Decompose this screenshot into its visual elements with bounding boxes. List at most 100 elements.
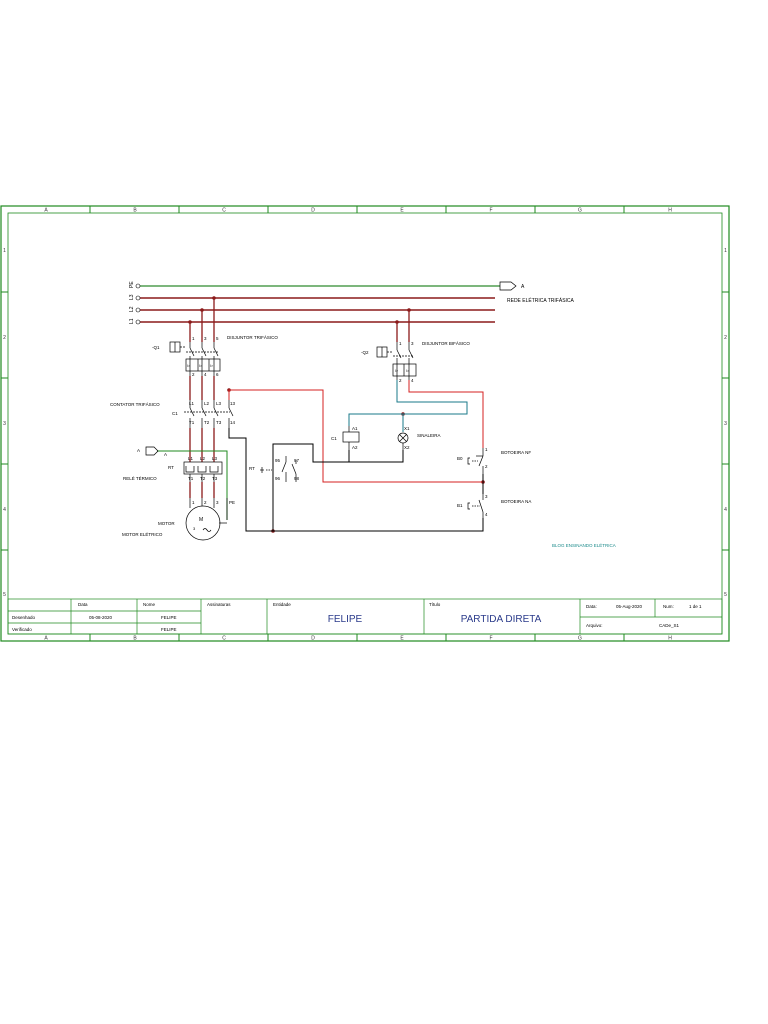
motor-label: MOTOR (158, 521, 175, 526)
q1-trip: I> (199, 364, 202, 368)
line-label-l2: L2 (129, 306, 135, 312)
sinaleira-label: SINALEIRA (417, 433, 441, 438)
tb-entidade-header: Entidade (273, 602, 291, 607)
rt-pin: L2 (200, 456, 206, 461)
row-label: 2 (3, 335, 6, 341)
q2-pin: 3 (411, 341, 414, 346)
motor-pin: 2 (204, 500, 207, 505)
tb-desenhado-data: 05-08-2020 (89, 615, 113, 620)
botoeira-nf-label: BOTOEIRA NF (501, 450, 531, 455)
disjuntor-bifasico-label: DISJUNTOR BIFÁSICO (422, 340, 470, 346)
rt-pin: T1 (188, 476, 194, 481)
col-label: B (133, 636, 137, 642)
tb-titulo-value: PARTIDA DIRETA (461, 614, 542, 625)
motor-symbol-3: 3 (193, 526, 196, 531)
line-label-pe: PE (129, 281, 135, 288)
col-label: H (668, 208, 672, 214)
disjuntor-trifasico-label: DISJUNTOR TRIFÁSICO (227, 334, 278, 340)
q2-trip: I> (395, 369, 398, 373)
drawing-frame (0, 205, 730, 642)
control-wiring-black (228, 428, 484, 532)
c1-pin: T1 (189, 420, 195, 425)
rele-termico-label: RELÉ TÉRMICO (123, 475, 157, 481)
col-label: D (311, 208, 315, 214)
col-label: F (489, 208, 492, 214)
rt-pin: T3 (212, 476, 218, 481)
rt-aux-pin: 98 (294, 476, 300, 481)
motor-pin: 1 (192, 500, 195, 505)
col-label: E (400, 208, 404, 214)
row-label: 5 (3, 592, 6, 598)
supply-lines (135, 281, 517, 325)
tb-entidade-value: FELIPE (328, 614, 363, 625)
c1-pin: L1 (189, 401, 195, 406)
pe-wire (157, 450, 228, 520)
q2-pin: 2 (399, 378, 402, 383)
tb-desenhado: Desenhado (12, 615, 36, 620)
connector-a-left-label: A (137, 448, 140, 453)
tb-data-value: 05-Aug-2020 (616, 604, 643, 609)
q1-pin: 2 (192, 372, 195, 377)
c1-pin: 14 (230, 420, 236, 425)
b0-nf-button (467, 448, 484, 474)
q1-pin: 1 (192, 336, 195, 341)
c1-pin: T2 (204, 420, 210, 425)
col-label: C (222, 208, 226, 214)
row-label: 4 (724, 507, 727, 513)
tb-num-value: 1 de 1 (689, 604, 702, 609)
rt-aux-pin: 95 (275, 458, 281, 463)
lamp-x1: X1 (404, 426, 410, 431)
control-wiring-red (228, 380, 484, 483)
tb-data-label: Data: (586, 604, 597, 609)
col-label: G (578, 636, 582, 642)
rede-label: REDE ELÉTRICA TRIFÁSICA (507, 297, 575, 304)
b1-pin: 4 (485, 512, 488, 517)
q2-trip: I> (406, 369, 409, 373)
c1-label: C1 (172, 411, 178, 416)
col-label: F (489, 636, 492, 642)
col-label: A (44, 636, 48, 642)
col-label: E (400, 636, 404, 642)
q1-pin: 4 (204, 372, 207, 377)
control-wiring-teal (348, 380, 468, 432)
connector-a-left (145, 446, 159, 456)
q1-pin: 5 (216, 336, 219, 341)
q1-trip: I> (187, 364, 190, 368)
b0-pin: 1 (485, 447, 488, 452)
rt-aux-contacts (260, 456, 297, 482)
motor-pin: PE (229, 500, 235, 505)
motor-eletrico-label: MOTOR ELÉTRICO (122, 531, 163, 537)
q1-pin: 3 (204, 336, 207, 341)
q1-breaker (169, 341, 221, 376)
coil-a2: A2 (352, 445, 358, 450)
c1-pin: L3 (216, 401, 222, 406)
row-label: 2 (724, 335, 727, 341)
connector-a-left-label2: A (164, 452, 167, 457)
rt-aux-pin: 97 (294, 458, 300, 463)
row-label: 1 (3, 248, 6, 254)
b1-na-button (467, 494, 484, 518)
tb-verificado: Verificado (12, 627, 32, 632)
tb-data-header: Data (78, 602, 88, 607)
tb-nome-header: Nome (143, 602, 156, 607)
tb-verificado-nome: FELIPE (161, 627, 177, 632)
coil-a1: A1 (352, 426, 358, 431)
col-label: G (578, 208, 582, 214)
row-label: 1 (724, 248, 727, 254)
tb-arquivo-value: CADe_S1 (659, 623, 680, 628)
motor-pin: 3 (216, 500, 219, 505)
rt-pin: L1 (188, 456, 194, 461)
title-block (7, 598, 723, 635)
q2-breaker (376, 342, 417, 380)
row-label: 3 (3, 421, 6, 427)
tb-desenhado-nome: FELIPE (161, 615, 177, 620)
rt-aux-pin: 96 (275, 476, 281, 481)
q2-pin: 4 (411, 378, 414, 383)
col-label: B (133, 208, 137, 214)
c1-pin: T3 (216, 420, 222, 425)
c1-pin: 13 (230, 401, 236, 406)
signal-lamp-icon (397, 432, 409, 450)
b1-pin: 3 (485, 494, 488, 499)
row-label: 5 (724, 592, 727, 598)
